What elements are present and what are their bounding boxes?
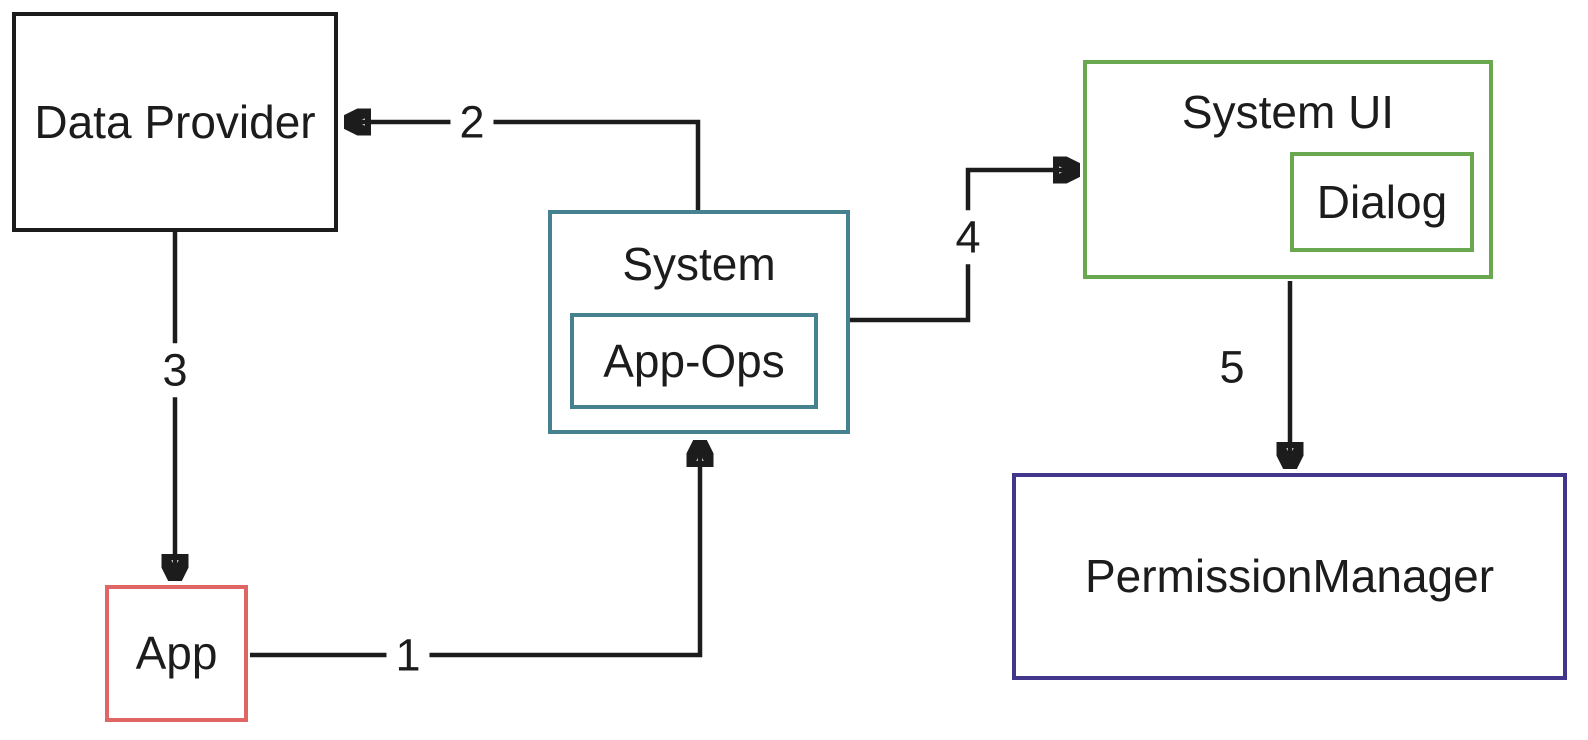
- edge-label-4: 4: [946, 210, 990, 264]
- node-dialog-label: Dialog: [1316, 175, 1448, 228]
- node-dialog: Dialog: [1290, 152, 1474, 252]
- arrow-1-app-to-system: [250, 444, 700, 658]
- node-system: System App-Ops: [548, 210, 850, 434]
- node-permission-manager: PermissionManager: [1012, 473, 1567, 680]
- arrow-2-system-to-data-provider: [348, 122, 701, 210]
- node-data-provider-label: Data Provider: [34, 95, 316, 148]
- edge-label-2: 2: [450, 95, 494, 149]
- edge-label-5: 5: [1210, 340, 1254, 394]
- node-app-label: App: [135, 627, 218, 680]
- edge-label-3: 3: [153, 343, 197, 397]
- node-app-ops: App-Ops: [570, 313, 818, 409]
- node-system-label: System: [622, 238, 776, 290]
- node-system-ui: System UI Dialog: [1083, 60, 1493, 279]
- edge-label-1: 1: [386, 628, 430, 682]
- node-data-provider: Data Provider: [12, 12, 338, 232]
- node-permission-manager-label: PermissionManager: [1084, 550, 1495, 603]
- node-app-ops-label: App-Ops: [603, 334, 785, 387]
- node-system-ui-label: System UI: [1181, 86, 1395, 138]
- node-app: App: [105, 585, 248, 722]
